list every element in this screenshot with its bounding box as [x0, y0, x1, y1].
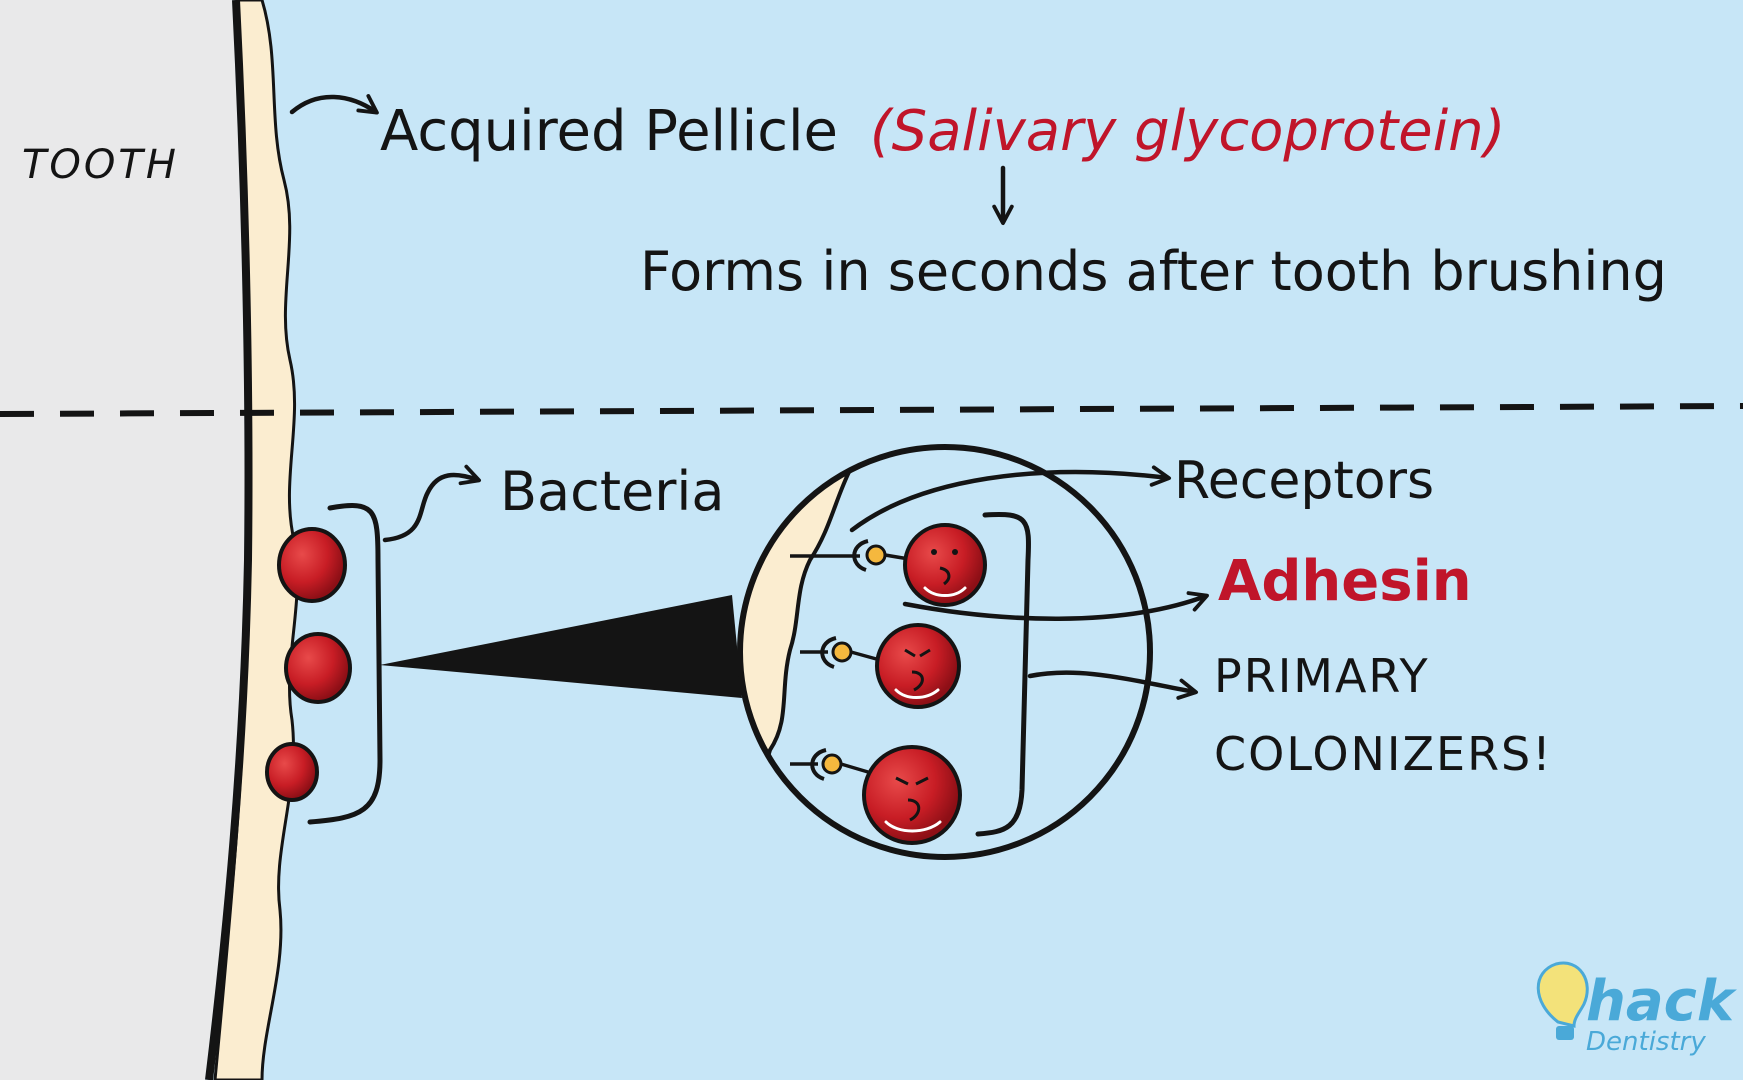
pellicle-label: Acquired Pellicle [380, 99, 838, 164]
receptor-adhesin-group [790, 539, 916, 781]
bacterium-icon [903, 523, 987, 607]
bacterium-3 [862, 745, 962, 845]
adhesin-arrow [902, 591, 1209, 621]
bacterium-icon [265, 742, 319, 802]
pellicle-detail-label: (Salivary glycoprotein) [870, 99, 1506, 164]
pellicle-arrow [289, 94, 379, 115]
tooth-boundary-line [205, 0, 253, 1080]
primary-label-line2: COLONIZERS! [1214, 727, 1553, 781]
lightbulb-icon [1536, 961, 1589, 1028]
tooth-label: TOOTH [22, 142, 179, 188]
bacterium-icon [862, 745, 962, 845]
dashed-divider [0, 403, 1743, 417]
pellicle-title: Acquired Pellicle (Salivary glycoprotein… [380, 99, 1506, 164]
magnified-view-outline [737, 444, 1153, 860]
adhesin-icon [821, 753, 843, 775]
receptors-label: Receptors [1174, 451, 1434, 511]
bacteria-label: Bacteria [500, 460, 725, 523]
logo-main-text: hack [1586, 969, 1738, 1034]
surface-bacteria-bracket [307, 503, 383, 825]
adhesin-label: Adhesin [1218, 549, 1472, 614]
adhesin-icon [831, 641, 853, 663]
bacteria-arrow [382, 464, 481, 543]
adhesin-icon [865, 544, 887, 566]
bacterium-icon [284, 632, 352, 704]
surface-bacteria-group [265, 527, 352, 802]
forms-in-seconds-label: Forms in seconds after tooth brushing [640, 240, 1667, 303]
bacterium-icon [277, 527, 347, 603]
hack-dentistry-logo: hack Dentistry [1536, 961, 1738, 1057]
primary-label-line1: PRIMARY [1214, 649, 1430, 703]
primary-colonizers-label: PRIMARY COLONIZERS! [1214, 649, 1553, 781]
colonizers-bracket [975, 511, 1031, 837]
logo-sub-text: Dentistry [1586, 1027, 1706, 1057]
primary-colonizers-arrow [1027, 670, 1199, 700]
bacterium-1 [903, 523, 987, 607]
receptors-arrow [849, 465, 1172, 533]
magnification-cone [380, 595, 742, 698]
bacterium-2 [875, 623, 961, 709]
tooth-surface [0, 0, 245, 1080]
bacterium-icon [875, 623, 961, 709]
